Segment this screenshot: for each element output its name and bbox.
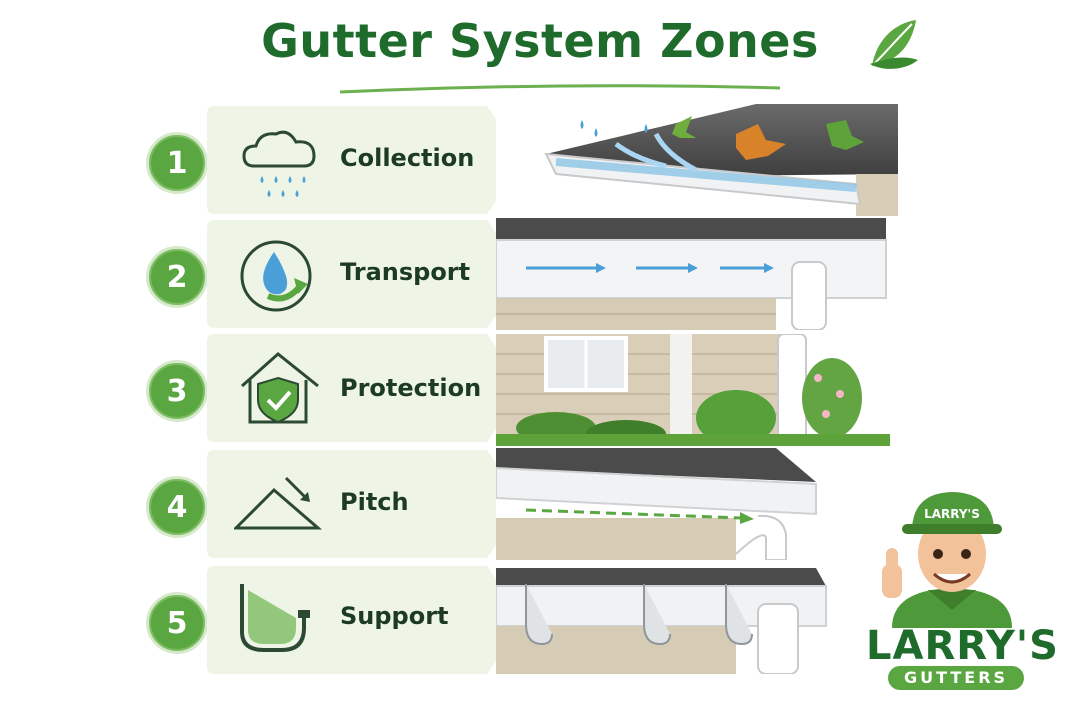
house-shield-icon xyxy=(241,352,319,424)
zone-row-support: 5 Support xyxy=(0,562,1080,674)
zone-label: Pitch xyxy=(340,488,409,516)
brand-tagline: GUTTERS xyxy=(903,668,1009,687)
zone-number-badge: 2 xyxy=(146,246,208,308)
leaf-icon xyxy=(870,20,918,69)
transport-scene-illustration xyxy=(496,218,890,330)
protection-scene-illustration xyxy=(496,334,890,446)
zone-panel xyxy=(207,220,525,328)
zone-label: Transport xyxy=(340,258,471,286)
zone-number-badge: 4 xyxy=(146,476,208,538)
title-underline xyxy=(340,84,780,94)
zone-row-pitch: 4 Pitch xyxy=(0,448,1080,560)
header: Gutter System Zones xyxy=(0,0,1080,100)
page-title: Gutter System Zones xyxy=(261,14,819,68)
zone-label: Collection xyxy=(340,144,475,172)
brand-tagline-ribbon xyxy=(888,666,1024,690)
zone-row-collection: 1 Collection xyxy=(0,104,1080,216)
zone-panel xyxy=(207,450,525,558)
zone-label: Protection xyxy=(340,374,482,402)
zone-number-badge: 5 xyxy=(146,592,208,654)
brand-name: LARRY'S xyxy=(866,623,1059,669)
pitch-scene-illustration xyxy=(496,448,826,560)
zone-panel xyxy=(207,566,525,674)
gutter-bracket-icon xyxy=(240,584,310,652)
zone-number-badge: 1 xyxy=(146,132,208,194)
zone-number-badge: 3 xyxy=(146,360,208,422)
zone-label: Support xyxy=(340,602,449,630)
svg-text:LARRY'S: LARRY'S xyxy=(924,507,980,521)
support-scene-illustration xyxy=(496,564,836,674)
roof-pitch-icon xyxy=(234,476,323,530)
zone-row-transport: 2 Transport xyxy=(0,218,1080,330)
water-drop-arrow-icon xyxy=(240,240,312,312)
zone-row-protection: 3 Protection xyxy=(0,334,1080,446)
mascot-illustration: LARRY'S xyxy=(882,492,1012,628)
rain-cloud-icon xyxy=(242,130,316,197)
collection-scene-illustration xyxy=(496,104,898,216)
